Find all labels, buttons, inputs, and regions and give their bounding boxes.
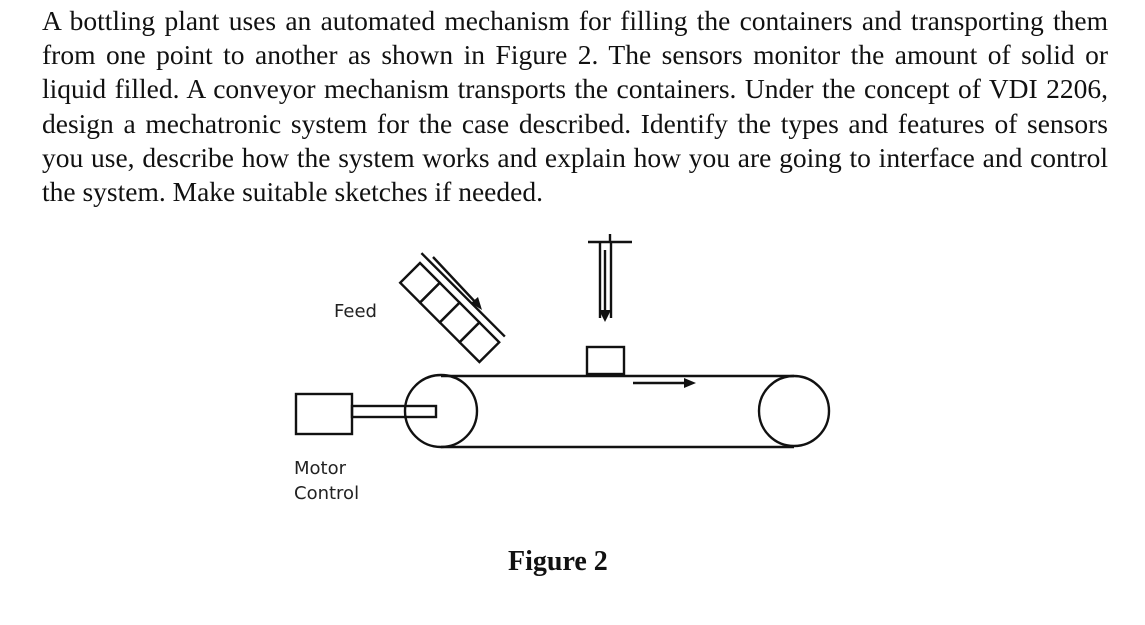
feed-chute xyxy=(398,252,506,364)
motor-label-line1: Motor xyxy=(294,458,347,479)
feed-arrowhead xyxy=(471,297,482,310)
figure-caption: Figure 2 xyxy=(508,546,608,577)
motor xyxy=(294,392,438,436)
feed-label: Feed xyxy=(334,301,377,322)
idler-pulley xyxy=(757,374,831,448)
feed-arrow xyxy=(432,256,479,306)
drive-pulley xyxy=(403,373,479,449)
filling-nozzle xyxy=(588,234,632,322)
belt-direction-arrow xyxy=(633,378,696,388)
motor-shaft xyxy=(350,404,438,419)
question-text: A bottling plant uses an automated mecha… xyxy=(42,5,1108,208)
container xyxy=(585,345,626,376)
conveyor-belt xyxy=(403,373,831,449)
motor-label-line2: Control xyxy=(294,483,359,504)
motor-box xyxy=(294,392,354,436)
